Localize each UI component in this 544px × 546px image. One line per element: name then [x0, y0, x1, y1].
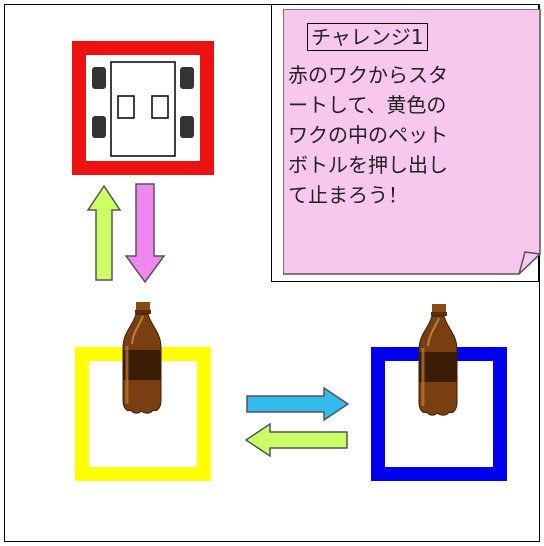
bottle-icon [121, 300, 163, 415]
arrow-down-icon [124, 183, 166, 284]
challenge-text-line: ートして、黄色の [288, 93, 447, 117]
challenge-text-line: 赤のワクからスタ [288, 63, 448, 87]
challenge-text-line: ワクの中のペット [288, 123, 448, 147]
start-box [72, 41, 214, 175]
note-card [283, 9, 541, 275]
bottle-icon [417, 302, 459, 417]
challenge-text: 赤のワクからスタ ートして、黄色の ワクの中のペット ボトルを押し出し て止まろ… [288, 60, 538, 210]
challenge-text-line: て止まろう！ [288, 183, 408, 207]
arrow-right-icon [246, 386, 350, 422]
challenge-text-line: ボトルを押し出し [288, 153, 448, 177]
arrow-left-icon [244, 422, 348, 458]
arrow-up-icon [86, 184, 122, 281]
robot-icon [92, 61, 194, 157]
challenge-tag: チャレンジ1 [307, 23, 428, 51]
